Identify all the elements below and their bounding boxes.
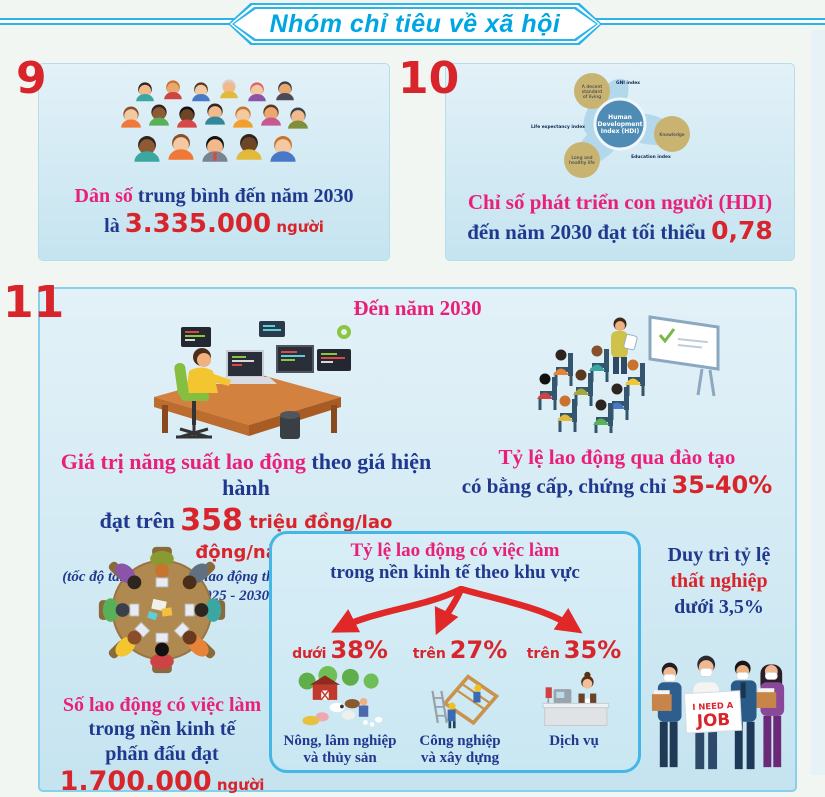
banner-face: Nhóm chỉ tiêu về xã hội xyxy=(234,9,596,39)
hdi-life-expectancy-label: Life expectancy index xyxy=(531,124,585,130)
hdi-circle1-l1: A decent xyxy=(582,84,603,90)
hdi-circle1-l3: of living xyxy=(583,94,601,100)
hdi-circle3-l2: healthy life xyxy=(569,160,595,166)
crowd-of-people-illustration xyxy=(120,79,308,162)
item-number-9: 9 xyxy=(16,53,47,104)
page-title: Nhóm chỉ tiêu về xã hội xyxy=(269,9,561,38)
hdi-circle1-l2: standard xyxy=(582,89,602,95)
employment-line2: trong nền kinh tế xyxy=(88,718,236,741)
unemployment-line1: Duy trì tỷ lệ xyxy=(667,544,771,566)
hdi-caption-line2: đến năm 2030 đạt tối thiểu 0,78 xyxy=(467,216,773,246)
hdi-circle2: Knowledge xyxy=(659,132,684,138)
title-banner: Nhóm chỉ tiêu về xã hội xyxy=(228,3,602,45)
job-seekers-illustration: I NEED A JOB xyxy=(651,655,785,770)
population-caption-line2: là 3.335.000 người xyxy=(104,209,324,239)
sector-title-line1: Tỷ lệ lao động có việc làm xyxy=(350,540,560,561)
employment-value-line: 1.700.000 người xyxy=(59,766,265,797)
training-line2: có bằng cấp, chứng chỉ 35-40% xyxy=(461,471,773,500)
item-number-11: 11 xyxy=(3,277,65,328)
hdi-center-line1: Human xyxy=(608,114,632,121)
training-line1: Tỷ lệ lao động qua đào tạo xyxy=(498,445,736,469)
hdi-center-line2: Development xyxy=(598,121,643,128)
unemployment-line2: thất nghiệp xyxy=(670,570,768,592)
employment-line1: Số lao động có việc làm xyxy=(62,694,262,716)
hdi-center-line3: Index (HDI) xyxy=(601,128,640,135)
unemployment-block: Duy trì tỷ lệ thất nghiệp dưới 3,5% xyxy=(646,542,792,780)
hdi-caption-line1: Chỉ số phát triển con người (HDI) xyxy=(467,190,773,214)
job-sign-line1: I NEED A xyxy=(692,700,734,712)
sector-title-line2: trong nền kinh tế theo khu vực xyxy=(330,561,580,583)
right-accent-band xyxy=(811,30,825,775)
banner-line-right xyxy=(588,18,825,25)
job-sign-line2: JOB xyxy=(695,709,730,731)
employment-value: 1.700.000 xyxy=(59,766,212,797)
employment-block: Số lao động có việc làm trong nền kinh t… xyxy=(54,539,270,797)
training-block: Tỷ lệ lao động qua đào tạo có bằng cấp, … xyxy=(446,311,788,500)
cashier-icon xyxy=(542,671,609,726)
hdi-education-index-label: Education index xyxy=(631,154,671,160)
training-value: 35-40% xyxy=(671,471,773,500)
card-2030-targets: Đến năm 2030 xyxy=(38,287,797,797)
productivity-value: 358 xyxy=(180,502,243,538)
branching-arrows xyxy=(331,585,583,635)
hdi-value: 0,78 xyxy=(711,216,773,246)
productivity-line1: Giá trị năng suất lao động theo giá hiện… xyxy=(60,449,432,501)
banner-line-left xyxy=(0,18,240,25)
card11-title: Đến năm 2030 xyxy=(353,296,482,320)
hdi-diagram-illustration: Human Development Index (HDI) A decent s… xyxy=(531,73,690,178)
programmer-at-desk-illustration xyxy=(153,321,351,439)
construction-icon xyxy=(430,673,499,728)
farm-icon xyxy=(298,665,382,727)
sector-label-services: Dịch vụ xyxy=(549,732,599,749)
employment-line3: phấn đấu đạt xyxy=(105,742,219,765)
card-population: Dân số trung bình đến năm 2030 là 3.335.… xyxy=(38,63,390,261)
employment-by-sector-box: Tỷ lệ lao động có việc làm trong nền kin… xyxy=(269,531,641,773)
round-table-teamwork-illustration xyxy=(98,546,226,674)
classroom-illustration xyxy=(537,315,720,433)
hdi-gni-index-label: GNI index xyxy=(616,80,640,86)
hdi-circle3-l1: Long and xyxy=(571,155,592,161)
card-hdi: Human Development Index (HDI) A decent s… xyxy=(445,63,795,261)
unemployment-line3: dưới 3,5% xyxy=(674,596,764,618)
population-caption-line1: Dân số trung bình đến năm 2030 xyxy=(74,185,354,207)
population-value: 3.335.000 xyxy=(124,209,272,239)
item-number-10: 10 xyxy=(398,53,460,104)
sector-icon-row xyxy=(272,665,638,730)
